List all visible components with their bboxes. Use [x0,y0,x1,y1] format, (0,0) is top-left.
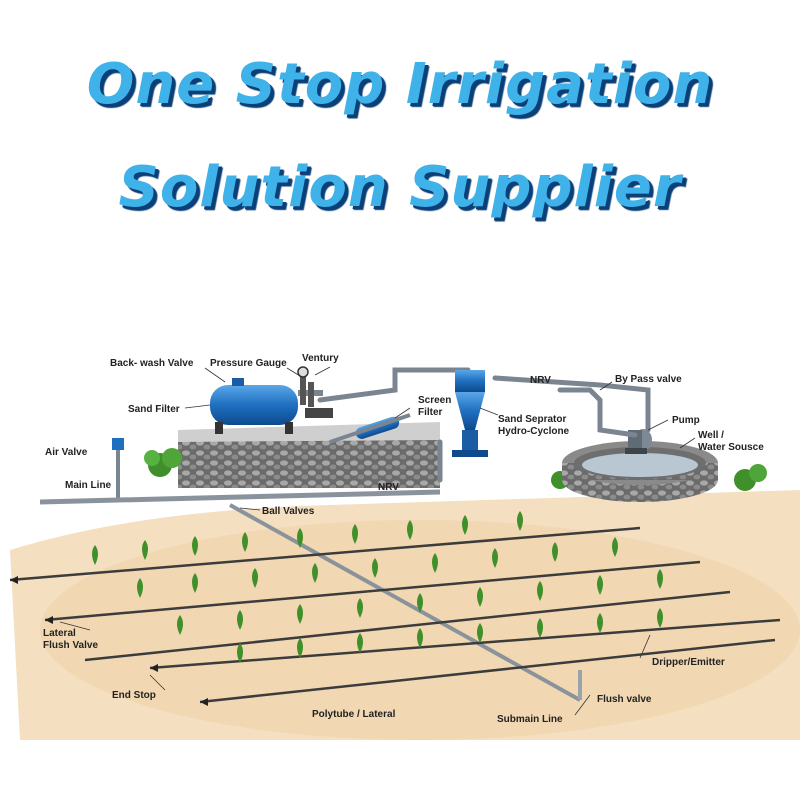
label-well-2: Water Sousce [698,442,764,453]
label-sand-separator-1: Sand Seprator [498,414,566,425]
leader-lines [59,366,696,716]
hydro-cyclone [452,370,488,457]
plant-row-4 [237,608,663,663]
ventury-assembly [297,366,333,418]
label-sand-separator-2: Hydro-Cyclone [498,426,570,437]
air-valve [112,438,124,500]
title-line-1: One Stop Irrigation [86,52,714,117]
bush-right [551,464,767,491]
label-main-line: Main Line [65,480,112,491]
label-backwash-valve: Back- wash Valve [110,358,194,369]
plant-row-2 [137,537,618,598]
sand-filter-tank [210,378,323,434]
irrigation-diagram: Back- wash Valve Pressure Gauge Ventury … [9,353,800,740]
label-dripper: Dripper/Emitter [652,657,725,668]
label-end-stop: End Stop [112,690,156,701]
label-air-valve: Air Valve [45,447,88,458]
label-pump: Pump [672,415,700,426]
plant-row-3 [177,569,663,635]
label-ventury: Ventury [302,353,339,364]
lateral-lines [9,526,781,704]
bush-left [144,448,182,477]
pipe-network-top [317,367,651,483]
label-nrv-top: NRV [530,375,551,386]
label-polytube: Polytube / Lateral [312,709,396,720]
plant-row-1 [92,511,523,565]
label-pressure-gauge: Pressure Gauge [210,358,287,369]
main-line [39,489,441,505]
label-sand-filter: Sand Filter [128,404,180,415]
end-stops [10,576,208,706]
label-bypass-valve: By Pass valve [615,374,682,385]
label-lateral-flush-2: Flush Valve [43,640,98,651]
label-screen-filter-1: Screen [418,395,451,406]
label-well-1: Well / [698,430,724,441]
screen-filter [329,413,411,444]
well-water-source [562,441,718,502]
label-nrv-main: NRV [378,482,399,493]
title-line-2: Solution Supplier [118,155,682,220]
label-screen-filter-2: Filter [418,407,443,418]
label-lateral-flush-1: Lateral [43,628,76,639]
label-submain: Submain Line [497,714,563,725]
label-flush-valve: Flush valve [597,694,652,705]
label-ball-valves: Ball Valves [262,506,315,517]
plants [92,511,663,663]
